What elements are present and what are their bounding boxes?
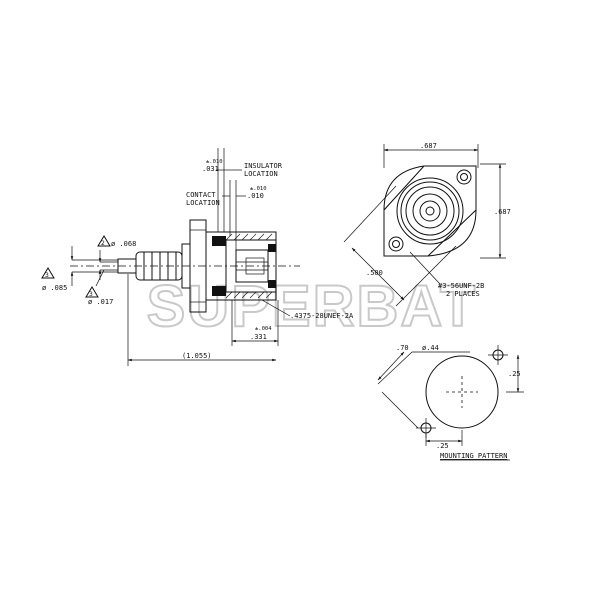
- tri-note-3b: 3: [85, 286, 99, 298]
- mount-hole-top: [456, 169, 472, 185]
- watermark: SUPERBAT: [147, 274, 478, 339]
- dim-1055: (1.055): [182, 352, 212, 360]
- side-view: ±.010 .031 INSULATOR LOCATION CONTACT LO…: [41, 148, 354, 366]
- insulator: [235, 249, 269, 283]
- mount-hole-bottom: [388, 236, 404, 252]
- dia-085: ø .085: [42, 284, 67, 292]
- dia-017: ø .017: [88, 298, 113, 306]
- hole-note: #3-56UNF-2B: [438, 282, 484, 290]
- dim-031: .031: [202, 165, 219, 173]
- dim-top-tolerance: ±.010: [206, 159, 223, 165]
- dim-331: .331: [250, 333, 267, 341]
- dim-010: .010: [247, 192, 264, 200]
- mount-cutout: [425, 355, 499, 429]
- insulator-label-2: LOCATION: [244, 170, 278, 178]
- contact-label: CONTACT: [186, 191, 216, 199]
- dim-687-top: .687: [420, 142, 437, 150]
- dim-687-side: .687: [494, 208, 511, 216]
- mounting-pattern: .70 ø.44 .25 .25 MOUNTING PATTERN: [377, 344, 524, 461]
- dia-068: ø .068: [111, 240, 136, 248]
- svg-text:2: 2: [101, 240, 105, 247]
- front-view: .687 .687 .500 #3-56UNF-2B 2 PLACES: [343, 142, 511, 307]
- dim-500: .500: [366, 269, 383, 277]
- svg-text:3: 3: [89, 291, 93, 298]
- dia-44: ø.44: [422, 344, 439, 352]
- svg-text:3: 3: [45, 272, 49, 279]
- section-hatch: [212, 233, 276, 299]
- dim-25-horizontal: .25: [436, 442, 449, 450]
- mounting-pattern-title: MOUNTING PATTERN: [440, 452, 507, 460]
- hole-note-2: 2 PLACES: [446, 290, 480, 298]
- contact-label-2: LOCATION: [186, 199, 220, 207]
- center-contact: [425, 206, 435, 216]
- outer-ring: [396, 177, 464, 245]
- thread-callout: .4375-28UNEF-2A: [290, 312, 354, 320]
- dim-25-vertical: .25: [508, 370, 521, 378]
- contact-tolerance: ±.010: [250, 186, 267, 192]
- tol-004: ±.004: [255, 326, 272, 332]
- tri-note-2: 2: [97, 235, 111, 247]
- dim-70: .70: [396, 344, 409, 352]
- tri-note-3a: 3: [41, 267, 55, 279]
- insulator-label: INSULATOR: [244, 162, 283, 170]
